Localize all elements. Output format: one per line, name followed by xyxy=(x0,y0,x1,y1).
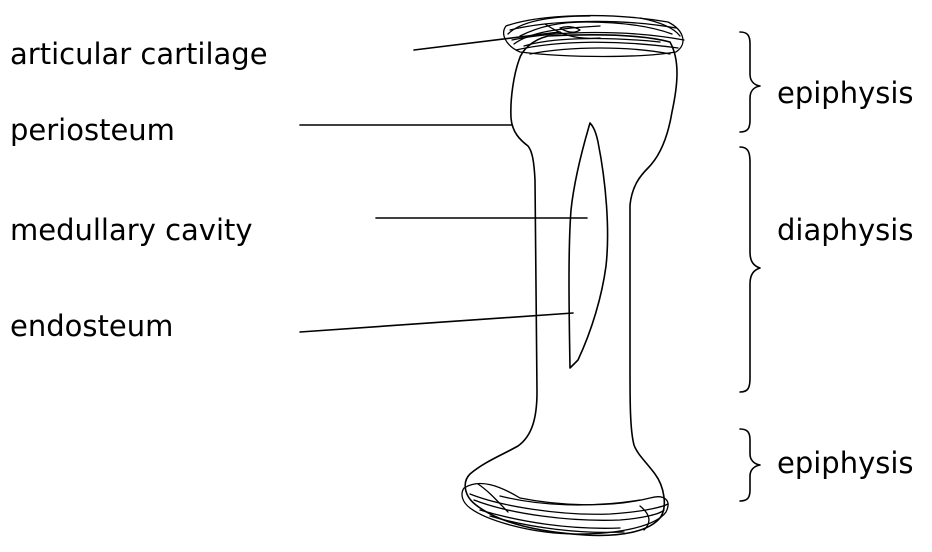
bottom-epiphysis-brace xyxy=(740,429,760,501)
bone xyxy=(462,16,684,536)
medullary-cavity-shape xyxy=(569,123,608,368)
top-epiphysis-brace xyxy=(740,32,760,132)
label-medullary-cavity: medullary cavity xyxy=(10,213,253,247)
label-bottom-epiphysis: epiphysis xyxy=(777,446,914,480)
articular-cartilage-pointer xyxy=(414,32,560,50)
region-labels: epiphysis diaphysis epiphysis xyxy=(777,76,914,480)
bone-outline xyxy=(465,35,677,536)
label-endosteum: endosteum xyxy=(10,309,173,343)
pointer-lines xyxy=(300,32,587,332)
structure-labels: articular cartilage periosteum medullary… xyxy=(10,37,268,343)
label-articular-cartilage: articular cartilage xyxy=(10,37,268,71)
label-diaphysis: diaphysis xyxy=(777,213,913,247)
region-braces xyxy=(740,32,760,501)
endosteum-pointer xyxy=(300,313,573,332)
bottom-articular-cartilage xyxy=(462,483,668,534)
label-periosteum: periosteum xyxy=(10,113,175,147)
label-top-epiphysis: epiphysis xyxy=(777,76,914,110)
diaphysis-brace xyxy=(740,147,760,392)
